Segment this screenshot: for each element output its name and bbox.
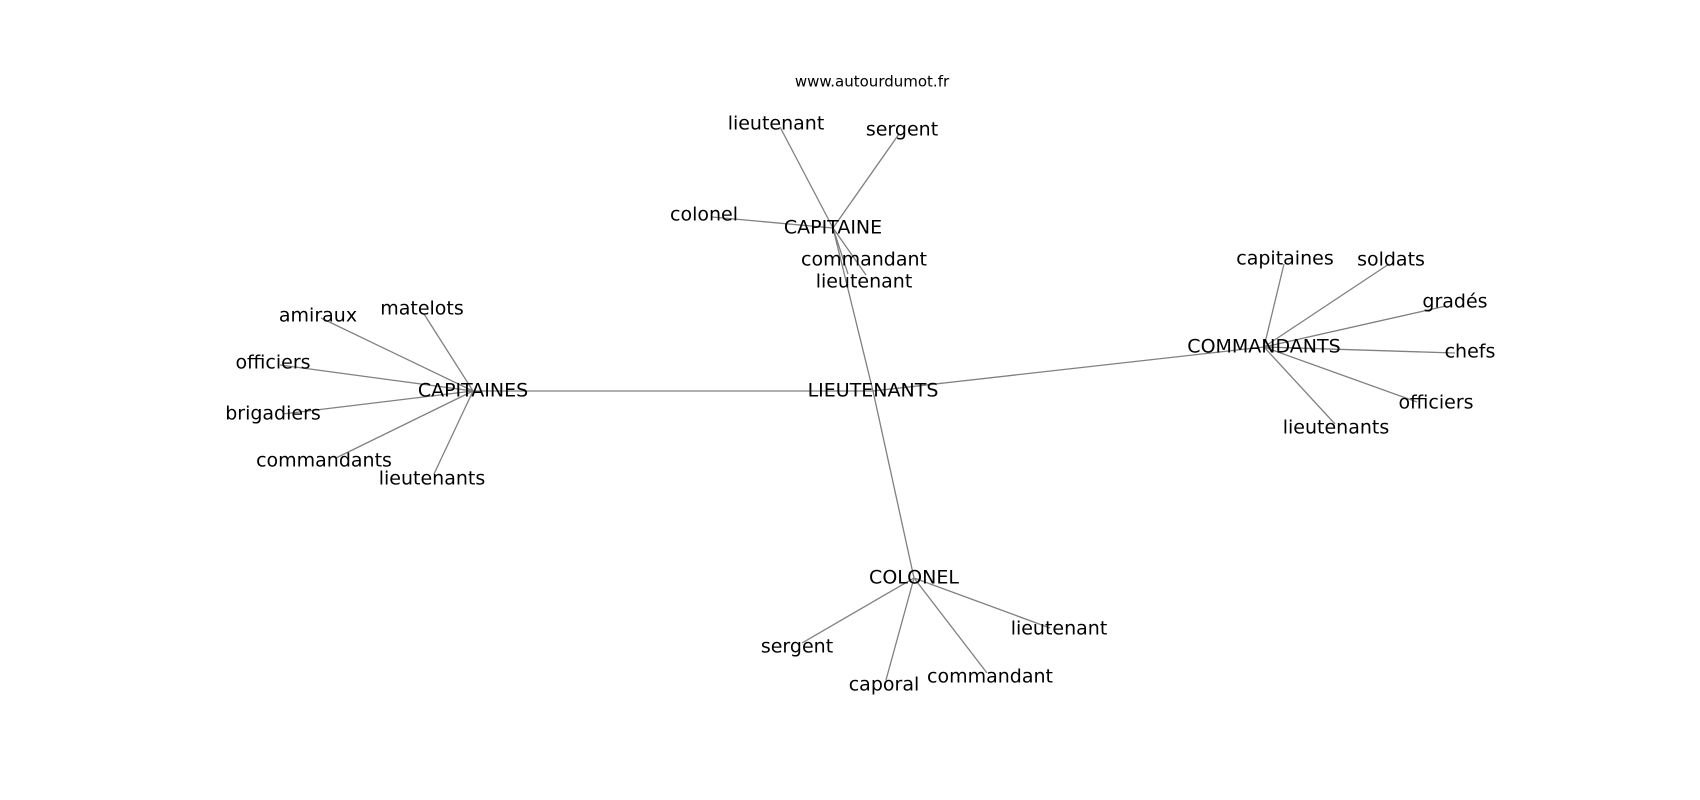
edges-layer bbox=[279, 126, 1456, 681]
word-node: colonel bbox=[670, 204, 738, 226]
edge-hub-to-word bbox=[832, 227, 867, 276]
site-credit: www.autourdumot.fr bbox=[795, 73, 950, 91]
word-node: commandant bbox=[927, 666, 1053, 688]
center-node: LIEUTENANTS bbox=[808, 380, 939, 402]
word-node: chefs bbox=[1445, 341, 1496, 363]
edge-hub-to-word bbox=[832, 227, 849, 275]
word-node: officiers bbox=[235, 352, 310, 374]
word-node: capitaines bbox=[1236, 248, 1333, 270]
word-node: sergent bbox=[761, 636, 833, 658]
edge-hub-to-word bbox=[832, 133, 900, 229]
word-node: gradés bbox=[1422, 291, 1487, 313]
edge-hub-to-word bbox=[1263, 263, 1390, 348]
word-node: matelots bbox=[380, 298, 464, 320]
word-node: sergent bbox=[866, 119, 938, 141]
edge-hub-to-word bbox=[1263, 346, 1418, 403]
hub-node: COMMANDANTS bbox=[1187, 336, 1340, 358]
edge-hub-to-word bbox=[913, 577, 1051, 629]
word-node: brigadiers bbox=[225, 403, 321, 425]
word-node: amiraux bbox=[279, 305, 357, 327]
edge-hub-to-word bbox=[779, 126, 834, 229]
hub-node: CAPITAINES bbox=[418, 380, 528, 402]
edge-hub-to-word bbox=[1263, 263, 1285, 348]
edge-hub-to-word bbox=[433, 390, 474, 475]
word-node: commandants bbox=[256, 450, 392, 472]
edge-hub-to-word bbox=[1263, 346, 1336, 425]
edge-hub-to-word bbox=[711, 216, 834, 229]
edge-center-to-hub bbox=[832, 227, 874, 392]
edge-hub-to-word bbox=[1263, 305, 1447, 348]
edge-hub-to-word bbox=[885, 577, 915, 681]
hub-node: COLONEL bbox=[869, 567, 959, 589]
word-node: lieutenants bbox=[1283, 417, 1390, 439]
word-node: lieutenant bbox=[816, 271, 913, 293]
edge-center-to-hub bbox=[872, 346, 1265, 392]
word-node: lieutenants bbox=[379, 468, 486, 490]
word-node: lieutenant bbox=[728, 113, 825, 135]
word-node: officiers bbox=[1398, 392, 1473, 414]
word-node: commandant bbox=[801, 249, 927, 271]
edge-hub-to-word bbox=[279, 364, 474, 392]
edge-hub-to-word bbox=[801, 577, 915, 644]
word-node: lieutenant bbox=[1011, 618, 1108, 640]
edge-hub-to-word bbox=[423, 313, 474, 392]
word-node: caporal bbox=[849, 674, 920, 696]
edge-center-to-hub bbox=[872, 390, 915, 579]
hub-node: CAPITAINE bbox=[784, 217, 882, 239]
edge-hub-to-word bbox=[282, 390, 474, 415]
edge-hub-to-word bbox=[1263, 346, 1456, 354]
edge-hub-to-word bbox=[320, 317, 474, 392]
edge-hub-to-word bbox=[913, 577, 988, 674]
edge-hub-to-word bbox=[335, 390, 474, 459]
word-node: soldats bbox=[1357, 249, 1425, 271]
labels-layer: www.autourdumot.fr lieutenant sergent colo… bbox=[225, 73, 1495, 696]
